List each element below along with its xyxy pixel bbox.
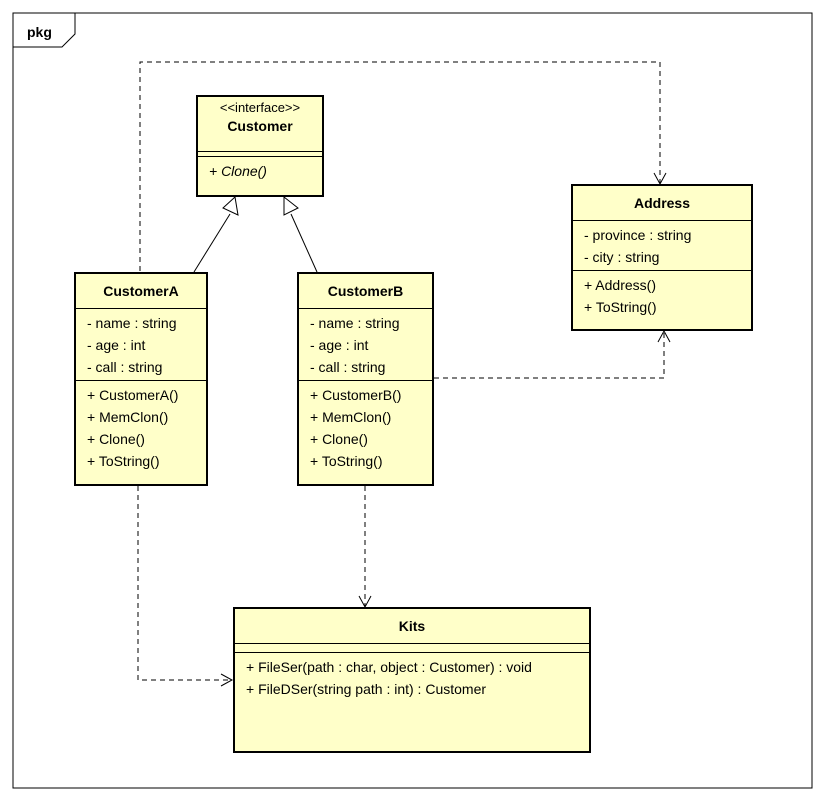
package-tab — [13, 13, 76, 48]
class-customerA[interactable]: CustomerA - name : string - age : int - … — [74, 272, 208, 486]
generalization-arrowhead-a — [222, 196, 239, 216]
stereotype-label: <<interface>> — [219, 100, 301, 115]
dependency-customerA-to-kits — [137, 486, 234, 687]
class-header: Kits — [235, 609, 589, 644]
operation-item: + Clone() — [310, 431, 368, 447]
class-name: CustomerB — [327, 283, 404, 299]
operation-item: + CustomerB() — [310, 387, 402, 403]
operations-section: + Clone() — [198, 157, 322, 184]
operation-item: + ToString() — [310, 453, 383, 469]
attribute-item: - city : string — [584, 249, 660, 265]
generalization-customerB-to-customer — [290, 213, 318, 273]
operations-section: + CustomerA() + MemClon() + Clone() + To… — [76, 381, 206, 474]
attributes-section: - province : string - city : string — [573, 221, 751, 271]
operations-section: + Address() + ToString() — [573, 271, 751, 320]
operation-item: + ToString() — [584, 299, 657, 315]
operation-item: + Address() — [584, 277, 656, 293]
dependency-customerA-to-address — [139, 61, 667, 271]
operation-item: + Clone() — [87, 431, 145, 447]
class-header: Address — [573, 186, 751, 221]
class-name: Address — [633, 195, 691, 211]
attributes-section: - name : string - age : int - call : str… — [299, 309, 432, 381]
operation-item: + CustomerA() — [87, 387, 179, 403]
attribute-item: - name : string — [87, 315, 177, 331]
attribute-item: - name : string — [310, 315, 400, 331]
class-name: CustomerA — [103, 283, 179, 299]
operation-item: + MemClon() — [310, 409, 392, 425]
generalization-arrowhead-b — [283, 195, 299, 216]
operation-item: + ToString() — [87, 453, 160, 469]
attribute-item: - call : string — [310, 359, 386, 375]
operations-section: + CustomerB() + MemClon() + Clone() + To… — [299, 381, 432, 474]
operation-item: + FileDSer(string path : int) : Customer — [246, 681, 487, 697]
package-label: pkg — [27, 24, 52, 40]
dependency-customerB-to-address — [434, 329, 671, 379]
class-header: <<interface>> Customer — [198, 97, 322, 152]
class-kits[interactable]: Kits + FileSer(path : char, object : Cus… — [233, 607, 591, 753]
class-address[interactable]: Address - province : string - city : str… — [571, 184, 753, 331]
operations-section: + FileSer(path : char, object : Customer… — [235, 653, 589, 702]
class-name: Kits — [398, 618, 426, 634]
attribute-item: - call : string — [87, 359, 163, 375]
operation-item: + MemClon() — [87, 409, 169, 425]
attributes-section — [235, 644, 589, 653]
attributes-section: - name : string - age : int - call : str… — [76, 309, 206, 381]
class-header: CustomerB — [299, 274, 432, 309]
attribute-item: - age : int — [87, 337, 146, 353]
attribute-item: - province : string — [584, 227, 692, 243]
operation-item: + Clone() — [209, 163, 267, 179]
class-header: CustomerA — [76, 274, 206, 309]
class-customerB[interactable]: CustomerB - name : string - age : int - … — [297, 272, 434, 486]
operation-item: + FileSer(path : char, object : Customer… — [246, 659, 532, 675]
attributes-section — [198, 152, 322, 157]
class-customer-interface[interactable]: <<interface>> Customer + Clone() — [196, 95, 324, 197]
class-name: Customer — [227, 118, 293, 134]
attribute-item: - age : int — [310, 337, 369, 353]
generalization-customerA-to-customer — [193, 213, 231, 273]
